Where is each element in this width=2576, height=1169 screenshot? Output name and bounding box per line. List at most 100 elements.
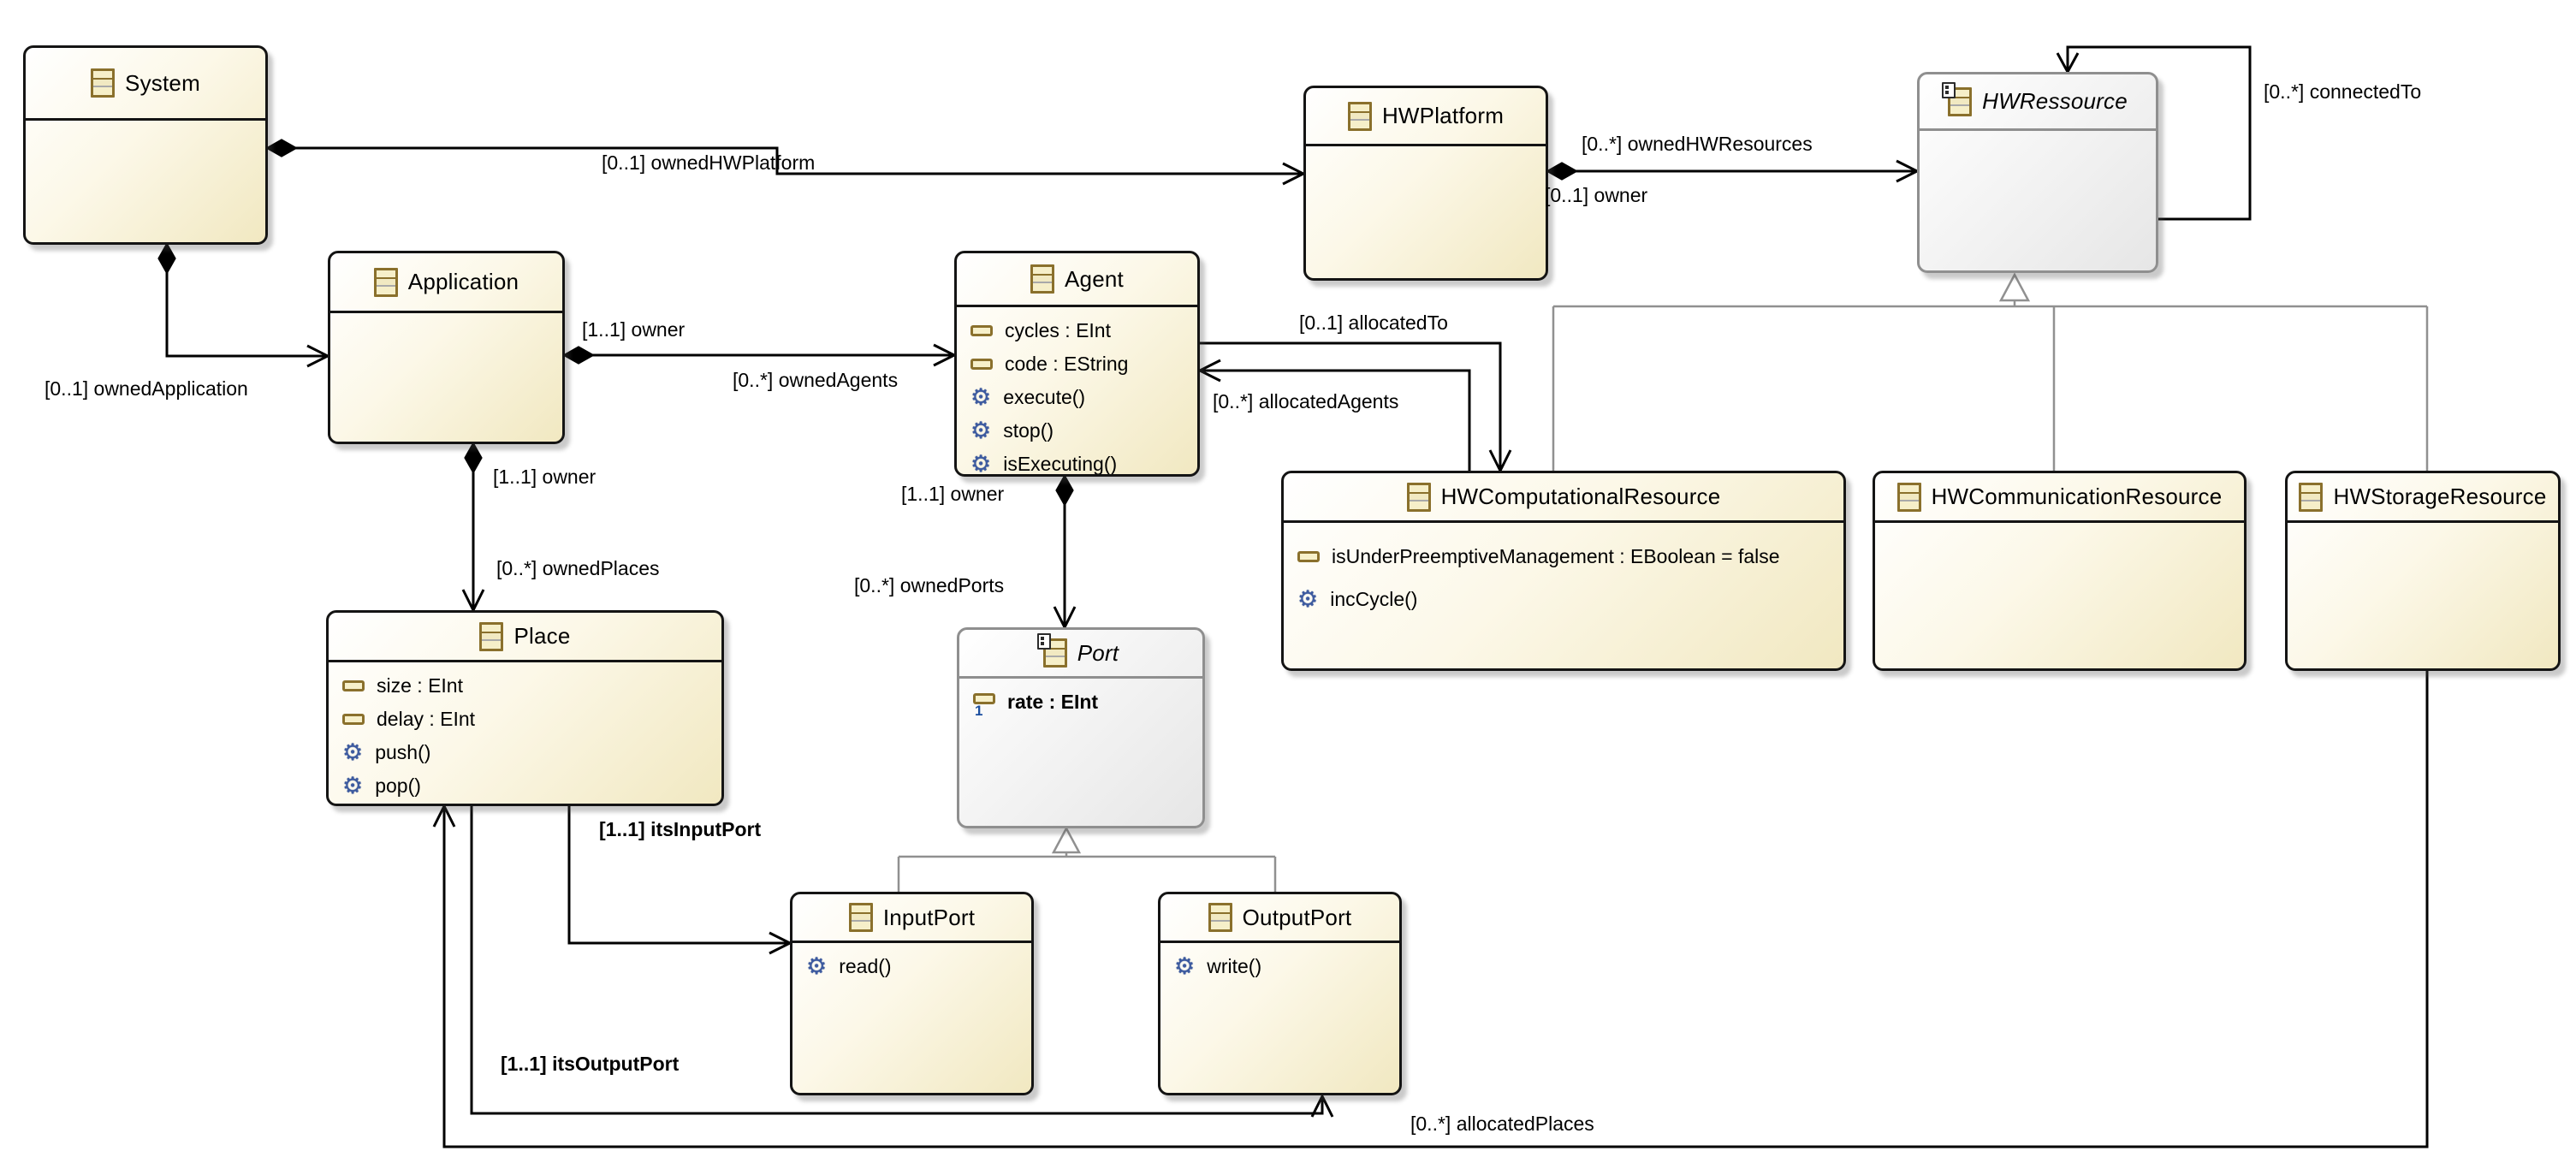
generalization-triangle-icon bbox=[1051, 826, 1082, 854]
eattribute-icon bbox=[970, 325, 993, 336]
class-title: Port bbox=[959, 630, 1202, 679]
edge-ownedports[interactable] bbox=[1053, 473, 1077, 631]
edge-allocatedagents[interactable] bbox=[1196, 359, 1471, 471]
edge-label-allocatedagents[interactable]: [0..*] allocatedAgents bbox=[1213, 390, 1399, 412]
class-body: ⚙ write() bbox=[1160, 943, 1399, 983]
class-box-application[interactable]: Application bbox=[328, 251, 565, 444]
edge-label-ownedhwplatform[interactable]: [0..1] ownedHWPlatform bbox=[602, 151, 816, 174]
attribute-row[interactable]: isUnderPreemptiveManagement : EBoolean =… bbox=[1284, 530, 1828, 583]
operation-row[interactable]: ⚙ pop() bbox=[329, 769, 721, 803]
open-arrowhead-icon bbox=[1196, 359, 1221, 383]
class-box-outputport[interactable]: OutputPort ⚙ write() bbox=[1158, 892, 1402, 1095]
edge-generalization-ports[interactable] bbox=[897, 826, 1277, 892]
class-body bbox=[1875, 523, 2244, 530]
eoperation-gear-icon: ⚙ bbox=[970, 451, 992, 477]
operation-row[interactable]: ⚙ stop() bbox=[957, 414, 1197, 448]
edge-label-ownedplaces[interactable]: [0..*] ownedPlaces bbox=[496, 557, 660, 579]
eclass-icon bbox=[373, 267, 398, 297]
edge-ownedagents[interactable] bbox=[561, 343, 958, 367]
eoperation-gear-icon: ⚙ bbox=[970, 384, 992, 410]
operation-row[interactable]: ⚙ incCycle() bbox=[1284, 583, 1843, 616]
attribute-row[interactable]: size : EInt bbox=[329, 669, 721, 703]
class-title: OutputPort bbox=[1160, 894, 1399, 943]
eattribute-required-icon: 1 bbox=[973, 693, 995, 718]
attribute-row[interactable]: delay : EInt bbox=[329, 703, 721, 736]
edge-label-ownedapplication[interactable]: [0..1] ownedApplication bbox=[45, 377, 248, 400]
class-box-system[interactable]: System bbox=[23, 45, 268, 245]
eattribute-icon bbox=[970, 359, 993, 370]
edge-label-itsoutputport[interactable]: [1..1] itsOutputPort bbox=[501, 1053, 680, 1075]
edge-label-itsinputport[interactable]: [1..1] itsInputPort bbox=[599, 818, 762, 840]
operation-text: read() bbox=[839, 955, 892, 977]
operation-text: isExecuting() bbox=[1003, 453, 1118, 475]
operation-text: write() bbox=[1207, 955, 1262, 977]
class-name: Application bbox=[407, 269, 519, 294]
class-box-place[interactable]: Place size : EInt delay : EInt ⚙ push() … bbox=[326, 610, 724, 806]
composition-diamond-icon bbox=[1545, 162, 1579, 181]
edge-ownedplaces[interactable] bbox=[461, 441, 485, 614]
class-box-hwressource[interactable]: HWRessource bbox=[1917, 72, 2158, 273]
abstract-badge-icon bbox=[1942, 81, 1956, 98]
eclass-icon bbox=[479, 621, 504, 651]
class-box-hwplatform[interactable]: HWPlatform bbox=[1303, 86, 1548, 281]
edge-generalization-hwresources[interactable] bbox=[1552, 272, 2429, 471]
eoperation-gear-icon: ⚙ bbox=[1297, 586, 1319, 612]
eclass-icon bbox=[91, 68, 116, 98]
edge-label-allocatedto[interactable]: [0..1] allocatedTo bbox=[1299, 312, 1448, 334]
class-name: System bbox=[125, 69, 200, 96]
class-name: HWComputationalResource bbox=[1440, 484, 1721, 509]
edge-label-owner-app-place[interactable]: [1..1] owner bbox=[493, 466, 597, 488]
class-box-agent[interactable]: Agent cycles : EInt code : EString ⚙ exe… bbox=[954, 251, 1200, 477]
edge-ownedhwresources[interactable] bbox=[1545, 159, 1920, 183]
eattribute-icon bbox=[973, 693, 995, 704]
edge-label-connectedto[interactable]: [0..*] connectedTo bbox=[2264, 80, 2422, 103]
eoperation-gear-icon: ⚙ bbox=[342, 739, 364, 765]
class-title: Place bbox=[329, 613, 721, 662]
edge-label-owner-app-agent[interactable]: [1..1] owner bbox=[582, 318, 686, 341]
eclass-icon bbox=[1347, 101, 1372, 131]
class-name: Place bbox=[513, 623, 571, 649]
operation-row[interactable]: ⚙ push() bbox=[329, 736, 721, 769]
class-body: cycles : EInt code : EString ⚙ execute()… bbox=[957, 307, 1197, 477]
composition-diamond-icon bbox=[1055, 473, 1074, 507]
edge-label-ownedports[interactable]: [0..*] ownedPorts bbox=[854, 574, 1005, 596]
edge-label-ownedhwresources[interactable]: [0..*] ownedHWResources bbox=[1582, 133, 1813, 155]
class-body: 1 rate : EInt bbox=[959, 679, 1202, 719]
operation-row[interactable]: ⚙ isExecuting() bbox=[957, 448, 1197, 477]
class-box-hwstorageresource[interactable]: HWStorageResource bbox=[2285, 471, 2561, 671]
edge-label-owner-agent-port[interactable]: [1..1] owner bbox=[901, 483, 1005, 505]
class-box-hwcomputationalresource[interactable]: HWComputationalResource isUnderPreemptiv… bbox=[1281, 471, 1846, 671]
edge-allocatedplaces[interactable] bbox=[432, 671, 2429, 1148]
open-arrowhead-icon bbox=[1310, 1093, 1334, 1118]
composition-diamond-icon bbox=[264, 139, 299, 157]
attribute-row[interactable]: code : EString bbox=[957, 347, 1197, 381]
class-body bbox=[26, 121, 265, 128]
class-box-inputport[interactable]: InputPort ⚙ read() bbox=[790, 892, 1034, 1095]
edge-label-owner-hwplatform[interactable]: [0..1] owner bbox=[1545, 184, 1648, 206]
class-box-hwcommunicationresource[interactable]: HWCommunicationResource bbox=[1873, 471, 2247, 671]
operation-row[interactable]: ⚙ read() bbox=[792, 950, 1031, 983]
edge-label-allocatedplaces[interactable]: [0..*] allocatedPlaces bbox=[1410, 1113, 1594, 1135]
eclass-icon bbox=[848, 903, 873, 932]
required-badge: 1 bbox=[975, 703, 983, 719]
class-box-port[interactable]: Port 1 rate : EInt bbox=[957, 627, 1205, 828]
edge-label-ownedagents[interactable]: [0..*] ownedAgents bbox=[733, 369, 899, 391]
operation-row[interactable]: ⚙ write() bbox=[1160, 950, 1399, 983]
class-title: HWCommunicationResource bbox=[1875, 473, 2244, 523]
class-name: Agent bbox=[1065, 265, 1124, 292]
class-name: HWRessource bbox=[1982, 88, 2128, 114]
operation-text: execute() bbox=[1003, 386, 1086, 408]
abstract-class-icon bbox=[1942, 81, 1973, 116]
composition-diamond-icon bbox=[157, 241, 176, 276]
attribute-row[interactable]: cycles : EInt bbox=[957, 314, 1197, 347]
attribute-text: code : EString bbox=[1005, 353, 1129, 375]
operation-row[interactable]: ⚙ execute() bbox=[957, 381, 1197, 414]
edge-ownedapplication[interactable] bbox=[157, 241, 331, 368]
edge-itsoutputport[interactable] bbox=[470, 806, 1334, 1118]
eattribute-icon bbox=[342, 680, 365, 691]
attribute-row[interactable]: 1 rate : EInt bbox=[959, 685, 1202, 719]
operation-text: pop() bbox=[375, 774, 421, 797]
attribute-text: rate : EInt bbox=[1007, 691, 1099, 713]
abstract-class-icon bbox=[1036, 633, 1067, 668]
